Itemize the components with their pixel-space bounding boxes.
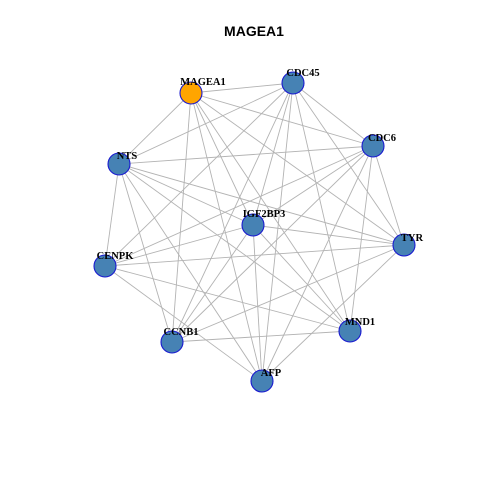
node-circle-magea1 (179, 81, 203, 105)
node-circle-tyr (392, 233, 416, 257)
edge-cdc45-afp (261, 82, 294, 382)
node-label-cdc45: CDC45 (286, 68, 319, 79)
node-label-nts: NTS (117, 151, 138, 162)
edge-ccnb1-igf2bp3 (171, 224, 254, 343)
edge-cdc45-mnd1 (292, 82, 351, 332)
edge-magea1-igf2bp3 (190, 92, 254, 226)
edge-layer (104, 82, 405, 382)
edge-cdc6-afp (261, 145, 374, 382)
edge-afp-cenpk (104, 265, 263, 382)
node-label-cenpk: CENPK (97, 251, 135, 262)
edge-cdc6-igf2bp3 (252, 145, 374, 226)
node-circle-nts (107, 152, 131, 176)
node-mnd1: MND1 (338, 317, 375, 343)
node-circle-cdc45 (281, 71, 305, 95)
node-label-mnd1: MND1 (345, 317, 375, 328)
node-circle-mnd1 (338, 319, 362, 343)
edge-tyr-igf2bp3 (252, 224, 405, 246)
edge-tyr-ccnb1 (171, 244, 405, 343)
edge-magea1-nts (118, 92, 192, 165)
edge-magea1-afp (190, 92, 263, 382)
edge-magea1-ccnb1 (171, 92, 192, 343)
edge-magea1-tyr (190, 92, 405, 246)
edge-nts-igf2bp3 (118, 163, 254, 226)
node-cdc45: CDC45 (281, 68, 320, 95)
node-label-tyr: TYR (401, 233, 424, 244)
edge-cdc45-cenpk (104, 82, 294, 267)
edge-ccnb1-nts (118, 163, 173, 343)
diagram-title: MAGEA1 (224, 23, 284, 39)
node-ccnb1: CCNB1 (160, 327, 199, 354)
node-magea1: MAGEA1 (179, 77, 226, 105)
edge-afp-igf2bp3 (252, 224, 263, 382)
node-label-ccnb1: CCNB1 (163, 327, 198, 338)
edge-cenpk-igf2bp3 (104, 224, 254, 267)
node-tyr: TYR (392, 233, 424, 257)
edge-cenpk-nts (104, 163, 120, 267)
node-nts: NTS (107, 151, 138, 176)
edge-cdc6-cenpk (104, 145, 374, 267)
node-label-cdc6: CDC6 (368, 133, 396, 144)
node-circle-igf2bp3 (241, 213, 265, 237)
edge-afp-nts (118, 163, 263, 382)
node-label-igf2bp3: IGF2BP3 (243, 209, 286, 220)
node-circle-cenpk (93, 254, 117, 278)
edge-mnd1-ccnb1 (171, 330, 351, 343)
edge-cdc45-cdc6 (292, 82, 374, 147)
edge-cdc45-nts (118, 82, 294, 165)
edge-cdc6-nts (118, 145, 374, 165)
edge-cdc6-mnd1 (349, 145, 374, 332)
edge-magea1-cdc6 (190, 92, 374, 147)
node-label-magea1: MAGEA1 (180, 77, 226, 88)
edge-tyr-nts (118, 163, 405, 246)
edge-cdc6-tyr (372, 145, 405, 246)
node-afp: AFP (250, 368, 282, 393)
edge-cdc45-ccnb1 (171, 82, 294, 343)
edge-cdc45-tyr (292, 82, 405, 246)
edge-cdc45-igf2bp3 (252, 82, 294, 226)
node-circle-afp (250, 369, 274, 393)
edge-mnd1-nts (118, 163, 351, 332)
edge-magea1-mnd1 (190, 92, 351, 332)
node-cenpk: CENPK (93, 251, 135, 278)
node-label-afp: AFP (261, 368, 282, 379)
edge-mnd1-cenpk (104, 265, 351, 332)
edge-cdc6-ccnb1 (171, 145, 374, 343)
node-cdc6: CDC6 (361, 133, 396, 158)
node-circle-ccnb1 (160, 330, 184, 354)
node-igf2bp3: IGF2BP3 (241, 209, 286, 237)
node-circle-cdc6 (361, 134, 385, 158)
edge-magea1-cdc45 (190, 82, 294, 94)
edge-mnd1-igf2bp3 (252, 224, 351, 332)
